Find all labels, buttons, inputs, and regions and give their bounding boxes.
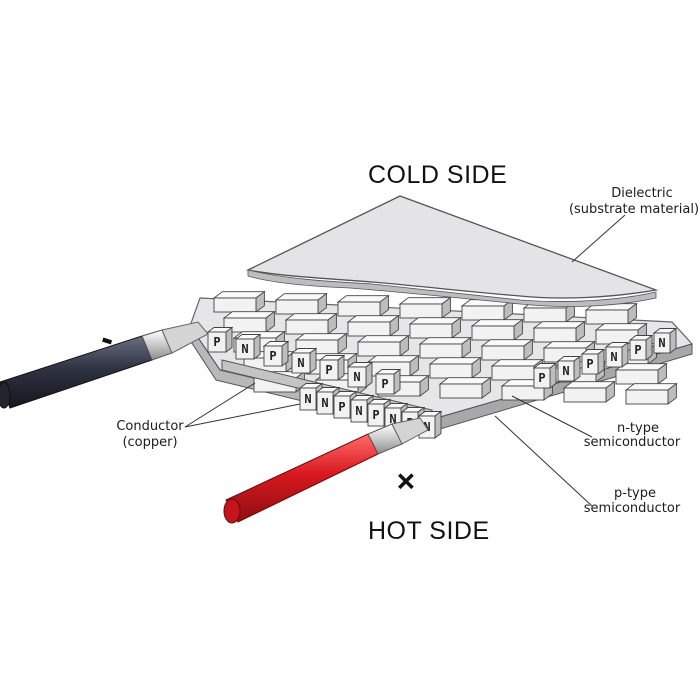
- pellet-back: [428, 356, 482, 379]
- dielectric-sublabel: (substrate material): [569, 202, 699, 217]
- pellet-back: [212, 290, 266, 313]
- pellet-front-3-letter: N: [355, 404, 362, 418]
- pellet-left-6-letter: P: [381, 377, 388, 391]
- pellet-right-3: N: [604, 341, 630, 368]
- pellet-left-3-letter: N: [297, 356, 304, 370]
- ptype-leader: [494, 415, 593, 507]
- pellet-left-2: P: [262, 340, 290, 367]
- pellet-left-5: N: [346, 361, 374, 388]
- pellet-front-5-letter: N: [389, 412, 396, 426]
- negative-wire: [0, 321, 209, 409]
- pellet-left-6: P: [374, 368, 402, 395]
- ptype-label: p-type: [614, 486, 656, 501]
- pellet-right-1-letter: N: [562, 364, 569, 378]
- pellet-back: [584, 302, 638, 325]
- pellet-back: [284, 312, 338, 335]
- pellet-left-1-letter: N: [241, 342, 248, 356]
- ntype-label: n-type: [617, 421, 659, 436]
- pellet-back: [346, 314, 400, 337]
- dielectric-leader: [571, 214, 626, 263]
- pellet-back: [438, 376, 492, 399]
- pellet-front-7-letter: N: [423, 420, 430, 434]
- pellet-back: [222, 310, 276, 333]
- pellet-left-0: P: [206, 326, 234, 353]
- ptype-sublabel: semiconductor: [584, 501, 681, 516]
- pellet-right-5: N: [652, 327, 678, 354]
- pellet-left-4-letter: P: [325, 363, 332, 377]
- leader-lines: [184, 214, 626, 507]
- pellet-right-0: P: [532, 362, 558, 389]
- pellet-right-2: P: [580, 348, 606, 375]
- hot-side-label: HOT SIDE: [368, 517, 490, 545]
- pellet-back: [532, 320, 586, 343]
- conductor-sublabel: (copper): [122, 435, 177, 450]
- pellet-left-4: P: [318, 354, 346, 381]
- pellet-right-3-letter: N: [610, 350, 617, 364]
- pellet-back: [470, 318, 524, 341]
- semiconductor-array: P N P N P N P P N P N P N: [206, 290, 678, 405]
- pellet-left-0-letter: P: [213, 335, 220, 349]
- dielectric-label: Dielectric: [611, 186, 673, 201]
- cold-side-label: COLD SIDE: [368, 161, 507, 189]
- pellet-back: [356, 334, 410, 357]
- pellet-front-2-letter: P: [338, 400, 345, 414]
- pellet-back: [480, 338, 534, 361]
- pellet-back: [562, 380, 616, 403]
- ntype-sublabel: semiconductor: [584, 435, 681, 450]
- ntype-leader: [511, 395, 593, 438]
- pellet-back: [408, 316, 462, 339]
- pellet-right-0-letter: P: [538, 371, 545, 385]
- pellet-front-1-letter: N: [321, 396, 328, 410]
- pellet-back: [460, 298, 514, 321]
- pellet-back: [614, 362, 668, 385]
- cold-side-substrate: [245, 195, 659, 307]
- pellet-back: [274, 292, 328, 315]
- conductor-label: Conductor: [116, 419, 184, 434]
- conductor-leader-2: [184, 403, 301, 428]
- positive-sign: +: [385, 460, 428, 503]
- pellet-front-0-letter: N: [304, 392, 311, 406]
- conductor-leader-1: [184, 382, 256, 428]
- pellet-left-3: N: [290, 347, 318, 374]
- pellet-back: [336, 294, 390, 317]
- pellet-back: [398, 296, 452, 319]
- pellet-right-4-letter: P: [634, 343, 641, 357]
- positive-wire: [223, 417, 429, 524]
- pellet-right-1: N: [556, 355, 582, 382]
- pellet-left-5-letter: N: [353, 370, 360, 384]
- pellet-right-2-letter: P: [586, 357, 593, 371]
- pellet-front-4-letter: P: [372, 408, 379, 422]
- pellet-left-1: N: [234, 333, 262, 360]
- pellet-right-5-letter: N: [658, 336, 665, 350]
- pellet-back: [418, 336, 472, 359]
- pellet-left-2-letter: P: [269, 349, 276, 363]
- pellet-back: [624, 382, 678, 405]
- pellet-right-4: P: [628, 334, 654, 361]
